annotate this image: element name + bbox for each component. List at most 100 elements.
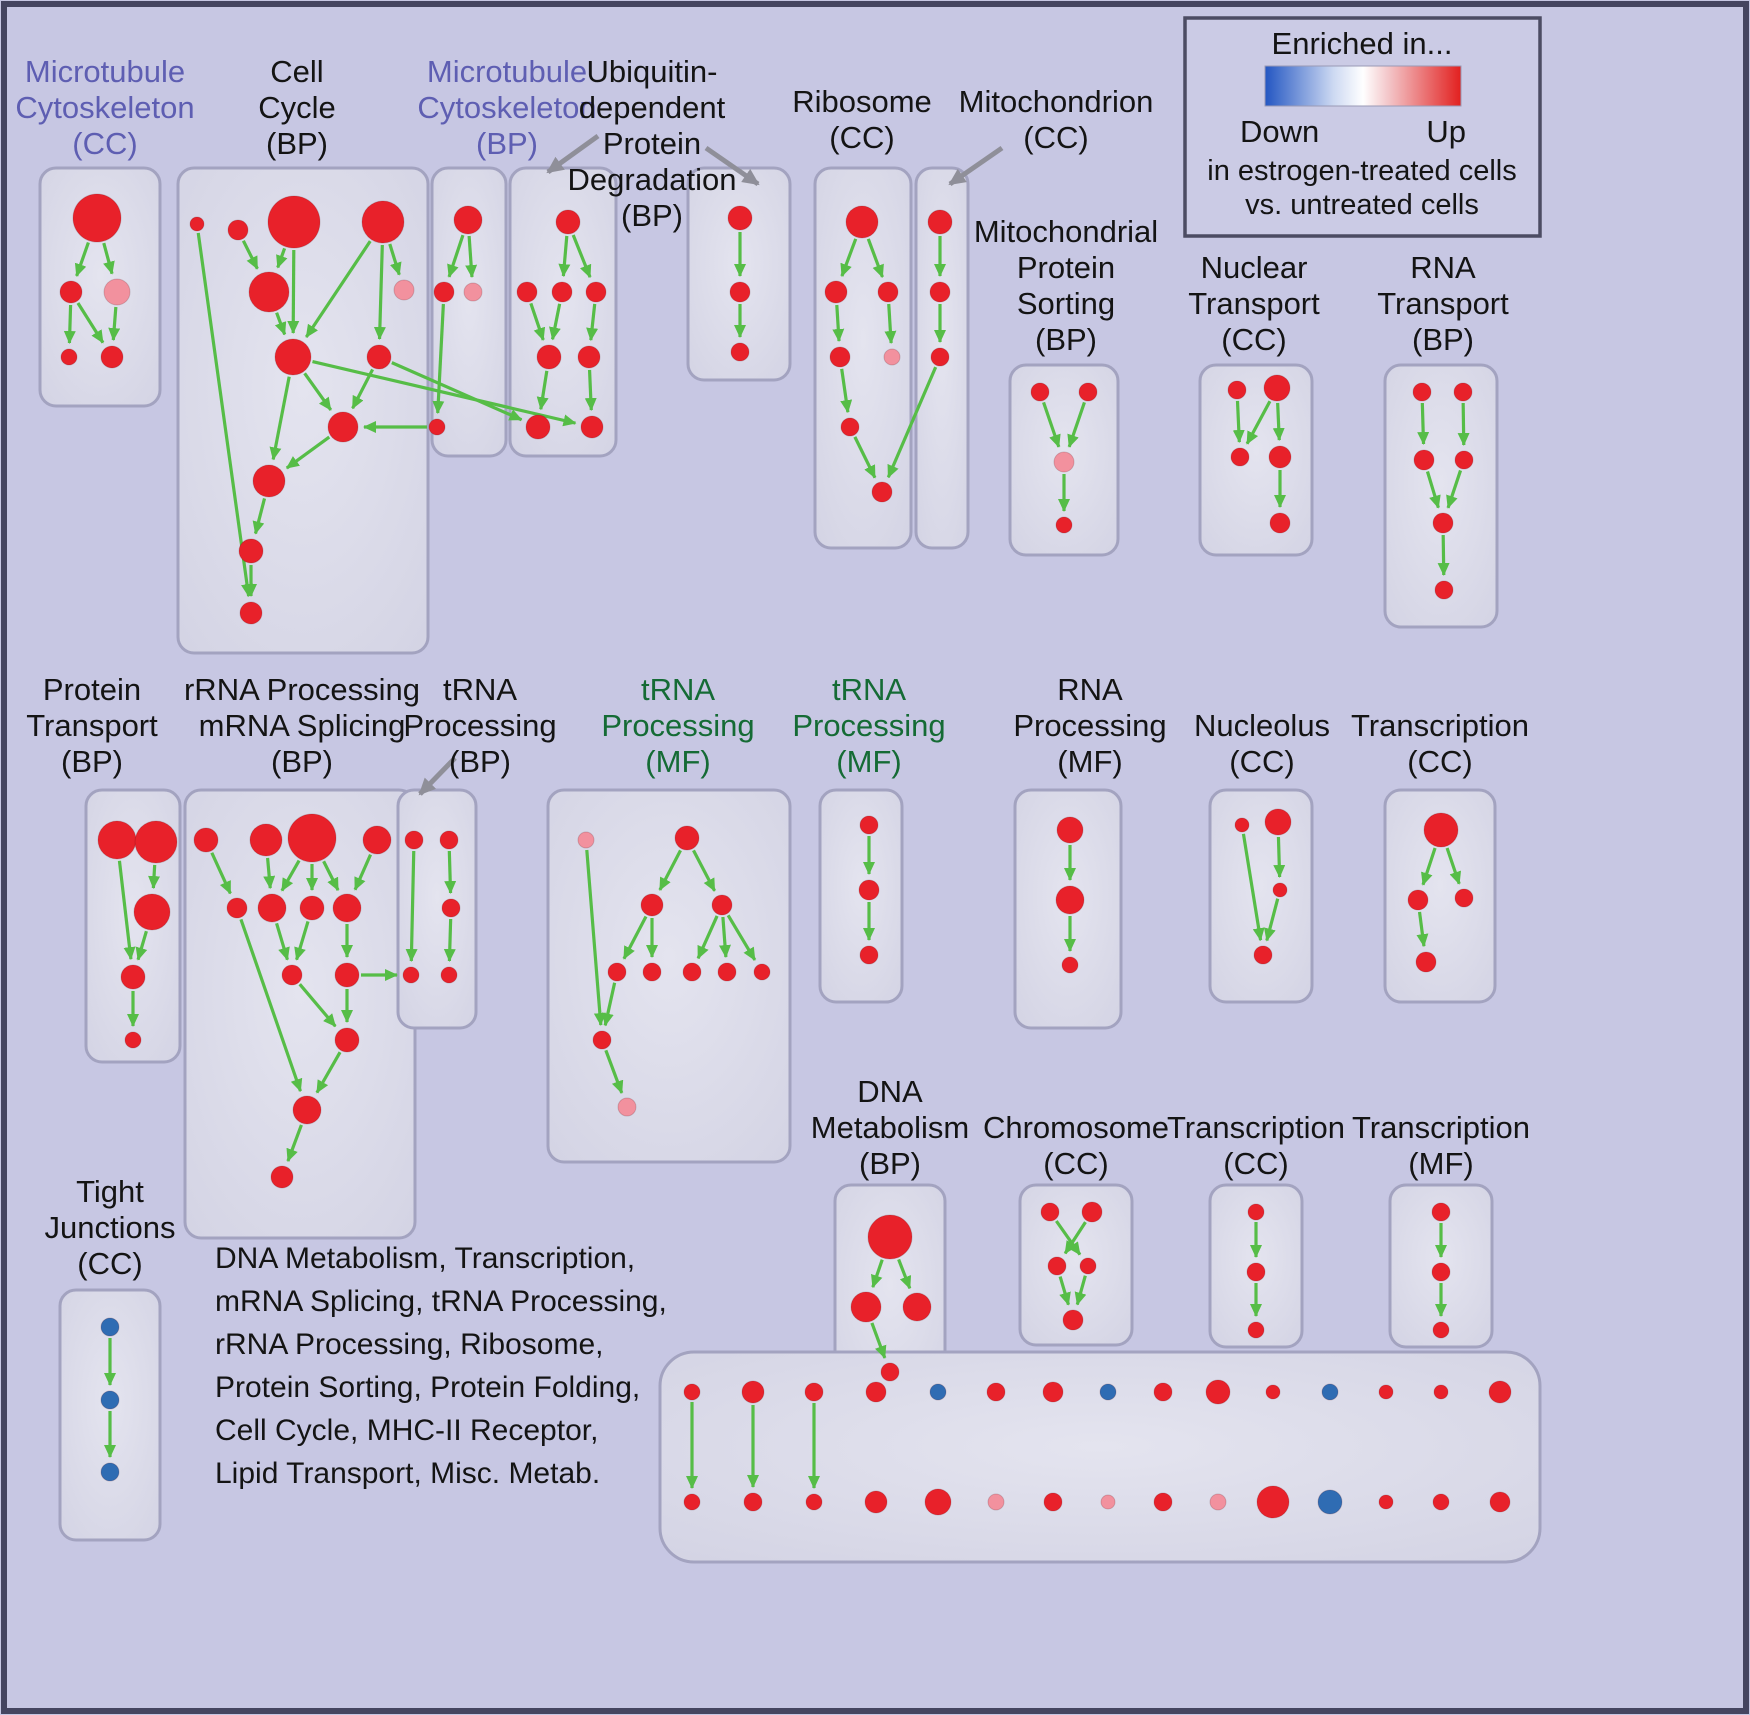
go-term-node bbox=[1230, 447, 1250, 467]
edge-arrow bbox=[102, 242, 115, 275]
cluster-label-line: tRNA bbox=[641, 672, 715, 707]
edge-arrow bbox=[585, 849, 606, 1027]
go-term-node bbox=[880, 1362, 900, 1382]
cluster-label-line: Transport bbox=[1377, 286, 1509, 321]
go-term-node bbox=[1432, 512, 1454, 534]
cluster-label-line: dependent bbox=[579, 90, 726, 125]
edge-arrow bbox=[1445, 847, 1462, 885]
cluster-label-line: (CC) bbox=[829, 120, 894, 155]
go-term-node bbox=[729, 281, 751, 303]
go-term-node bbox=[1246, 1262, 1266, 1282]
go-term-node bbox=[840, 417, 860, 437]
go-term-node bbox=[439, 830, 459, 850]
go-term-node bbox=[1263, 374, 1291, 402]
go-term-node bbox=[1268, 445, 1292, 469]
cluster-label-line: Transcription bbox=[1351, 708, 1529, 743]
cluster-box-trna-processing-bp bbox=[396, 788, 478, 1030]
cluster-label-line: (CC) bbox=[1221, 322, 1286, 357]
edge-arrow bbox=[1067, 401, 1086, 448]
edge-arrow bbox=[135, 930, 148, 961]
go-term-node bbox=[1378, 1384, 1394, 1400]
cluster-label-line: Mitochondrion bbox=[959, 84, 1154, 119]
edge-arrow bbox=[1058, 1276, 1071, 1306]
edge-arrow bbox=[1457, 402, 1470, 447]
cluster-label-transcription-cc-lower: Transcription(CC) bbox=[1167, 1110, 1345, 1181]
go-term-node bbox=[393, 279, 415, 301]
cluster-label-line: Protein bbox=[1017, 250, 1115, 285]
go-term-node bbox=[1433, 1384, 1449, 1400]
cluster-label-line: Microtubule bbox=[25, 54, 185, 89]
go-term-node bbox=[441, 898, 461, 918]
go-term-node bbox=[440, 966, 458, 984]
go-term-node bbox=[1434, 580, 1454, 600]
go-term-node bbox=[299, 895, 325, 921]
go-term-node bbox=[741, 1380, 765, 1404]
edge-arrow bbox=[548, 303, 562, 341]
go-term-node bbox=[1099, 1383, 1117, 1401]
cluster-label-line: (CC) bbox=[1223, 1146, 1288, 1181]
go-term-node bbox=[902, 1292, 932, 1322]
go-term-node bbox=[103, 278, 131, 306]
go-term-node bbox=[1321, 1383, 1339, 1401]
cluster-label-line: Junctions bbox=[45, 1210, 176, 1245]
go-term-node bbox=[555, 209, 581, 235]
edge-arrow bbox=[1232, 400, 1245, 444]
go-term-node bbox=[1415, 951, 1437, 973]
go-term-node bbox=[871, 481, 893, 503]
cluster-label-chromosome-cc: Chromosome(CC) bbox=[983, 1110, 1169, 1181]
cluster-label-line: Ribosome bbox=[792, 84, 932, 119]
edge-arrow bbox=[1425, 471, 1441, 509]
go-term-node bbox=[1253, 945, 1273, 965]
edge-arrow bbox=[1417, 402, 1430, 446]
go-term-node bbox=[883, 348, 901, 366]
go-term-node bbox=[453, 205, 483, 235]
go-term-node bbox=[274, 338, 312, 376]
cluster-label-line: Cytoskeleton bbox=[417, 90, 596, 125]
go-term-node bbox=[327, 411, 359, 443]
edge-arrow bbox=[840, 238, 858, 278]
go-term-node bbox=[433, 281, 455, 303]
go-term-node bbox=[366, 344, 392, 370]
edge-arrow bbox=[63, 304, 76, 345]
edges-layer bbox=[63, 133, 1470, 1489]
go-term-node bbox=[134, 820, 178, 864]
cluster-label-line: (BP) bbox=[859, 1146, 921, 1181]
go-term-node bbox=[287, 813, 337, 863]
edge-arrow bbox=[117, 860, 136, 961]
go-term-node bbox=[1256, 1485, 1290, 1519]
go-term-node bbox=[1269, 512, 1291, 534]
edge-arrow bbox=[286, 1124, 303, 1163]
go-term-node bbox=[858, 879, 880, 901]
go-term-node bbox=[865, 1381, 887, 1403]
go-term-node bbox=[924, 1488, 952, 1516]
legend-title: Enriched in... bbox=[1272, 26, 1453, 61]
edge-arrow bbox=[432, 303, 445, 415]
go-term-node bbox=[1234, 817, 1250, 833]
cluster-box-nucleolus-cc bbox=[1208, 788, 1314, 1004]
go-term-node bbox=[986, 1382, 1006, 1402]
cluster-label-line: tRNA bbox=[832, 672, 906, 707]
annotation-arrow bbox=[418, 756, 457, 796]
go-term-node bbox=[674, 825, 700, 851]
cluster-label-line: (CC) bbox=[72, 126, 137, 161]
edge-arrow bbox=[285, 435, 331, 470]
go-term-node bbox=[248, 271, 290, 313]
edge-arrow bbox=[276, 247, 288, 269]
go-term-node bbox=[257, 893, 287, 923]
go-term-node bbox=[617, 1097, 637, 1117]
go-term-node bbox=[753, 963, 771, 981]
go-term-node bbox=[1431, 1262, 1451, 1282]
edge-arrow bbox=[536, 370, 549, 411]
cluster-label-line: rRNA Processing bbox=[184, 672, 420, 707]
cluster-label-line: (MF) bbox=[645, 744, 710, 779]
go-term-node bbox=[551, 281, 573, 303]
go-term-node bbox=[1055, 885, 1085, 915]
edge-arrow bbox=[239, 918, 303, 1093]
go-term-node bbox=[120, 964, 146, 990]
go-term-node bbox=[717, 962, 737, 982]
go-term-node bbox=[334, 1027, 360, 1053]
